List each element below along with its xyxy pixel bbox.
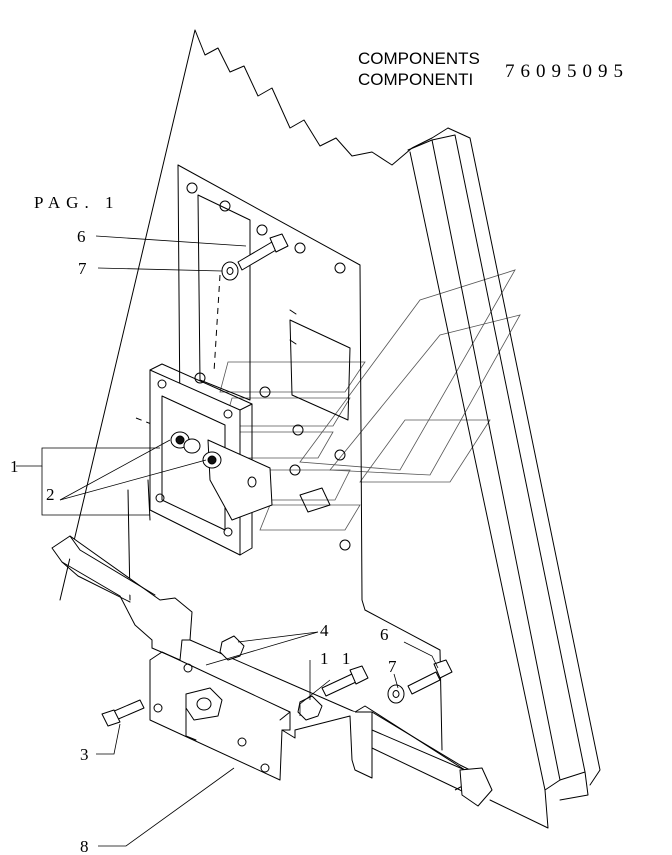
callout-7-lower: 7 — [388, 657, 397, 676]
callout-1: 1 — [10, 457, 19, 476]
part-code: 76095095 — [505, 61, 629, 82]
bolt-11 — [321, 665, 369, 697]
nut-4 — [219, 635, 245, 661]
title-components-it: COMPONENTI — [358, 70, 473, 89]
title-components-en: COMPONENTS — [358, 49, 480, 68]
page-reference: PAG. 1 — [34, 193, 119, 212]
nut-lower — [297, 695, 323, 721]
bolt-6 — [407, 659, 453, 695]
callout-5: 6 — [77, 227, 86, 246]
watermark-logo — [219, 269, 521, 531]
mounting-bracket — [149, 363, 273, 556]
bushings — [170, 431, 222, 469]
alignment-line-bolt — [213, 274, 221, 373]
leader-lines — [16, 235, 439, 847]
callout-6: 6 — [380, 625, 389, 644]
callout-8: 8 — [80, 837, 89, 855]
callout-7-top: 7 — [78, 259, 87, 278]
callout-2: 2 — [46, 485, 55, 504]
chassis-frame — [59, 29, 601, 829]
bolt-3 — [101, 699, 145, 727]
callout-4: 4 — [320, 621, 329, 640]
lower-bracket — [51, 535, 493, 807]
callout-3: 3 — [80, 745, 89, 764]
bolt-top — [237, 233, 289, 271]
callout-11: 11 — [320, 649, 364, 668]
